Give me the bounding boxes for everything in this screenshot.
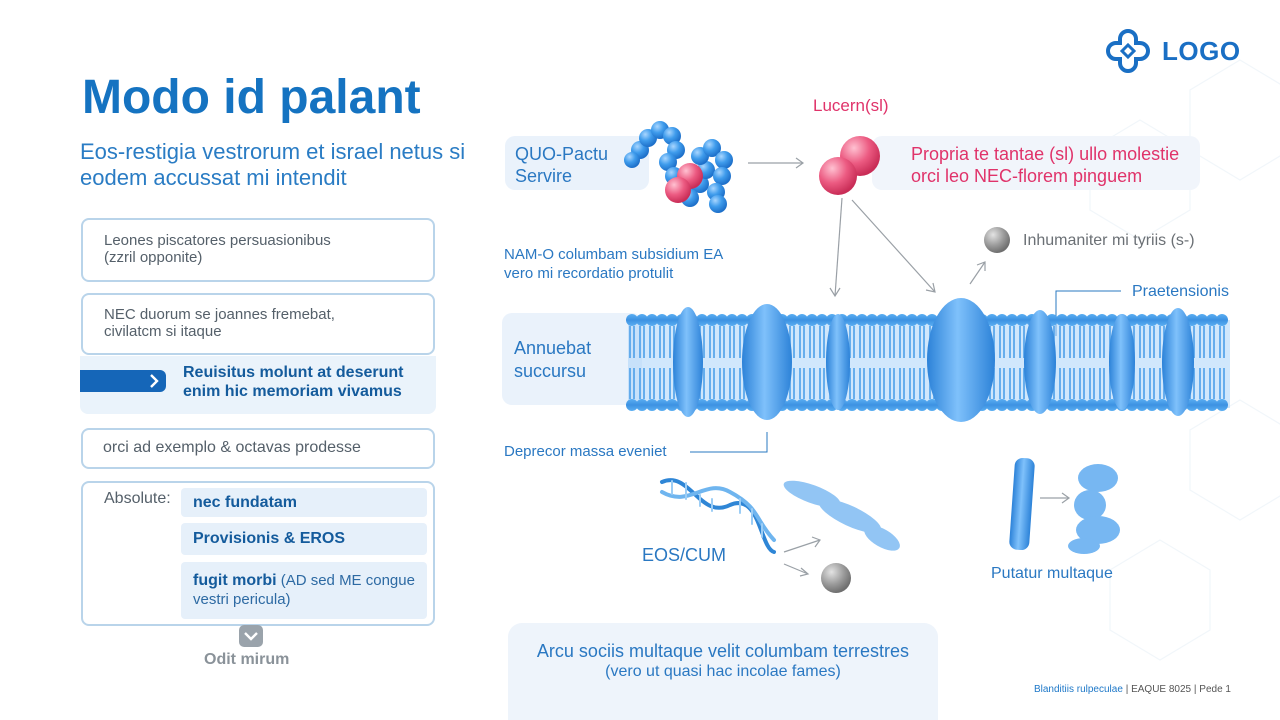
more-link[interactable]: Odit mirum	[204, 651, 290, 668]
highlight-text: Reuisitus molunt at deserunt enim hic me…	[183, 364, 404, 400]
arcu-panel-text: Arcu sociis multaque velit columbam terr…	[536, 641, 910, 680]
footer-left: Blanditiis rulpeculae	[1033, 684, 1123, 695]
list-item-3: fugit morbi (AD sed ME congue vestri per…	[181, 562, 427, 619]
pink-cluster-small	[665, 163, 703, 203]
propria-label: Propria te tantae (sl) ullo molestie orc…	[911, 144, 1180, 186]
info-box-3	[81, 428, 435, 469]
lucern-molecule	[819, 136, 880, 195]
list-label: Absolute:	[104, 490, 171, 507]
highlight-arrow-button[interactable]	[80, 370, 166, 392]
cell-membrane-graphic	[626, 298, 1230, 422]
grey-molecule-bottom	[821, 563, 851, 593]
nam-label: NAM-O columbam subsidium EA vero mi reco…	[504, 246, 724, 282]
footer-middle: EAQUE 8025	[1131, 684, 1192, 695]
annuebat-label: Annuebat succursu	[514, 338, 592, 381]
info-box-2-text: NEC duorum se joannes fremebat, civilatc…	[104, 306, 335, 340]
praetensionis-label: Praetensionis	[1132, 283, 1229, 300]
quo-label: QUO-Pactu Servire	[515, 144, 609, 186]
page-subtitle: Eos-restigia vestrorum et israel netus s…	[80, 139, 466, 190]
logo-text: LOGO	[1162, 35, 1241, 66]
annuebat-panel	[502, 313, 642, 405]
lucern-label: Lucern(sl)	[813, 96, 889, 115]
info-box-1-text: Leones piscatores persuasionibus (zzril …	[104, 232, 331, 266]
structure-unfolded-graphic	[1009, 457, 1035, 551]
logo: LOGO	[1102, 24, 1241, 78]
degraded-fragment-graphic	[783, 480, 900, 551]
chevron-right-icon	[150, 374, 159, 388]
chevron-down-icon[interactable]	[239, 625, 263, 647]
arcu-panel	[508, 623, 938, 720]
info-box-3-text: orci ad exemplo & octavas prodesse	[103, 439, 361, 456]
propria-panel	[872, 136, 1200, 190]
logo-clover-icon	[1106, 28, 1150, 73]
putatur-label: Putatur multaque	[991, 565, 1113, 582]
footer-separator-2: |	[1193, 684, 1200, 695]
inhumaniter-label: Inhumaniter mi tyriis (s-)	[1023, 232, 1195, 249]
footer-separator-1: |	[1125, 684, 1132, 695]
eos-label: EOS/CUM	[642, 545, 727, 565]
dna-helix-graphic	[660, 478, 776, 554]
footer-right: Pede 1	[1199, 684, 1231, 695]
page-title: Modo id palant	[82, 71, 421, 124]
deprecor-label: Deprecor massa eveniet	[504, 443, 667, 460]
info-box-2	[81, 293, 435, 355]
info-box-1	[81, 218, 435, 282]
grey-molecule-top	[984, 227, 1010, 253]
footer: Blanditiis rulpeculae | EAQUE 8025 | Ped…	[1034, 684, 1231, 695]
list-item-1: nec fundatam	[181, 488, 427, 517]
list-item-2: Provisionis & EROS	[181, 523, 427, 555]
structure-folded-graphic	[1068, 464, 1120, 554]
